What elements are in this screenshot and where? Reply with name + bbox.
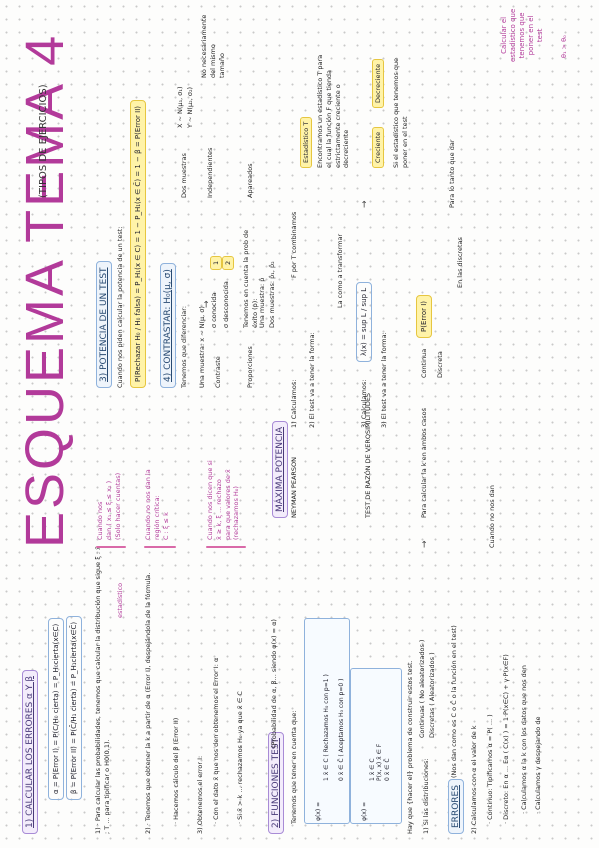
divider <box>96 546 126 548</box>
errores-heading: ERRORES <box>448 779 464 834</box>
s2-intro: Tenemos que tener en cuenta que: <box>290 710 298 825</box>
s4-apareados: Apareados <box>246 163 254 198</box>
s4-sigma-known: σ conocida <box>210 292 218 328</box>
s5-para-tanto: Para lo tanto que dar <box>448 139 456 208</box>
s4-sigma-unknown: σ desconocida <box>222 281 230 328</box>
s5-step2: 2) El test va a tener la forma: <box>308 332 316 428</box>
s5-step3: 3) Calculamos: <box>360 379 368 428</box>
box1-top: 1 x̄ ∈ C ( Rechazamos H₀ con p=1 ) <box>322 674 330 781</box>
s1-step3b: · Si x̄ > k ... rechazamos H₀ ya que x̄ … <box>236 691 244 824</box>
s4-dos-a: X ~ N(μ₁, σ₁) <box>176 86 184 128</box>
s5-compare: Para calcular la k en ambos casos <box>420 408 428 518</box>
s1-step1-note: estadístico <box>116 582 124 618</box>
s3-intro: Cuando nos piden calcular la potencia de… <box>116 226 124 388</box>
s1-aside-3: Cuando nos dicen que si x̄ ≥ k, ξ ... re… <box>206 460 241 540</box>
section-4-heading: 4) CONTRASTAR: H₀(μ, σ) <box>160 263 176 388</box>
beta-formula: β = P(Error II) = P(C̄/H₁ cierta) = P_H₁… <box>66 615 82 800</box>
pink-side-note: Calcular el estadístico que tenemos que … <box>500 8 545 62</box>
test-function-box-1: φ(x) = 1 x̄ ∈ C ( Rechazamos H₀ con p=1 … <box>304 618 350 824</box>
estadistico-inverse: Si el estadístico que tenemos que poner … <box>392 57 409 168</box>
s2-heading-note: (Probabilidad de α, β... siendo φ(x) = α… <box>270 619 278 748</box>
arrow-icon: → <box>202 300 212 308</box>
potencia-formula: P(Rechazar H₀ / H₀ falsa) = P_H₁(x ∈ C) … <box>130 99 146 388</box>
ref-tag-2: 2 <box>222 255 234 270</box>
s5-cont: Continua <box>420 348 428 378</box>
ref-tag-1: 1 <box>210 255 222 270</box>
divider <box>144 546 176 548</box>
s2-dist-cont: Continuas ( No aleatorizados ) <box>418 639 426 738</box>
s5-sub: NEYMAN PEARSON <box>290 456 298 518</box>
s4-prop-text: Tenemos en cuenta la prob de éxito (p): <box>242 229 259 328</box>
s4-dos-muestras: Dos muestras <box>180 153 188 198</box>
s1-step2: 2) · Tenemos que obtener la k a partir d… <box>144 572 152 834</box>
s1-step2b: · Hacemos cálculo del β (Error II) <box>172 717 180 824</box>
decreciente-tag: Decreciente <box>372 58 384 108</box>
s2-dist-disc: Discretas ( Aleatorizados ) <box>428 652 436 738</box>
page-subtitle: (TIPOS DE EJERCICIOS) <box>38 84 49 198</box>
s4-no-necesario: No necesariamente del mismo tamaño <box>200 14 226 78</box>
s5-step4: 3) El test va a tener la forma: <box>380 332 388 428</box>
section-3-heading: 3) POTENCIA DE UN TEST <box>96 261 112 388</box>
s4-una-muestra: Una muestra: x ~ N(μ, σ) <box>198 306 206 388</box>
s2-calc1: 2) Calculamos con α el valor de k <box>470 725 478 834</box>
s1-step3: 3) Obtenemos el error I: <box>196 755 204 834</box>
box2-label: φ(x) = <box>360 801 368 821</box>
estadistico-text: Encontramos un estadístico T para el cua… <box>316 54 351 168</box>
s5-en-discretas: En las discretas <box>456 237 464 288</box>
s5-monotone: La como a transformar <box>336 233 344 308</box>
s4-dos-b: Y ~ N(μ₂, σ₂) <box>186 86 194 128</box>
s4-intro: Tenemos que diferenciar: <box>180 305 188 388</box>
s4-independientes: Independientes <box>206 147 214 198</box>
alpha-formula: α = P(Error I) = P(C/H₀ cierta) = P_H₀ci… <box>48 617 64 800</box>
s2-hay-que: Hay que {hacer el} problema de construir… <box>406 660 414 834</box>
zeta-note: θ₁ > θ₀ <box>560 35 568 58</box>
box1-label: φ(x) = <box>314 801 322 821</box>
s1-step3a: · Con el dato x̄ que nos den obtenemos e… <box>212 657 220 824</box>
s4-contraste: Contraste <box>214 356 222 388</box>
s2-calc-a: · Calculamos α la k con los datos que no… <box>520 665 528 814</box>
creciente-tag: Creciente <box>372 126 384 168</box>
s2-calc-b: · Calculamos γ despejando de <box>534 716 542 814</box>
arrow-icon: → <box>360 200 370 208</box>
section-5-heading: MÁXIMA POTENCIA <box>272 420 288 518</box>
section-1-heading: 1) CALCULAR LOS ERRORES α Y β <box>22 670 38 834</box>
s2-continuo: · Continuo: Tipificamos α = P( ... ) <box>486 714 494 824</box>
box2-rows: 1 x̄ ∈ C P(x, x) x̄ ∈ F 0 x̄ ∈ C̄ <box>368 743 392 781</box>
s2-dist-label: 1) Si las distribuciones: <box>422 758 430 834</box>
arrow-icon: → <box>420 540 430 548</box>
s5-f-label: F por T combinamos <box>290 211 298 278</box>
s2-discreto: · Discreto: En α ... Eα ( C(x) ) = 1·P(x… <box>502 654 510 824</box>
s1-aside-1: Cuando nos dan ( x₁ ≤ ξ ≤ x₂ ) (Solo hac… <box>96 472 122 540</box>
errores-text: (Nos dan como es C o Ĉ o la función en e… <box>450 625 458 778</box>
test-function-box-2: φ(x) = 1 x̄ ∈ C P(x, x) x̄ ∈ F 0 x̄ ∈ C̄ <box>350 668 402 824</box>
s5-tipo-formula: P(Error I) <box>416 294 432 338</box>
estadistico-tag: Estadístico T <box>300 116 312 168</box>
s4-prop-dos: Dos muestras: p̂₁, p̂₂ <box>268 261 276 328</box>
s4-prop-una: Una muestra: p̂ <box>258 277 266 328</box>
s2-side-time: Cuando no nos dan <box>488 485 496 548</box>
s1-aside-2: Cuando no nos dan la región crítica: C :… <box>144 469 170 540</box>
s5-disc: Discreta <box>436 351 444 378</box>
s4-proporciones: Proporciones <box>246 346 254 388</box>
lambda-formula: λ(x) = sup L / sup L <box>356 281 372 362</box>
s1-step1: 1) · Para calcular las probabilidades, t… <box>94 546 111 834</box>
s5-step1: 1) Calculamos: <box>290 379 298 428</box>
divider <box>206 546 246 548</box>
box1-bottom: 0 x̄ ∈ C̄ ( Aceptamos H₀ con p=0 ) <box>338 678 346 781</box>
